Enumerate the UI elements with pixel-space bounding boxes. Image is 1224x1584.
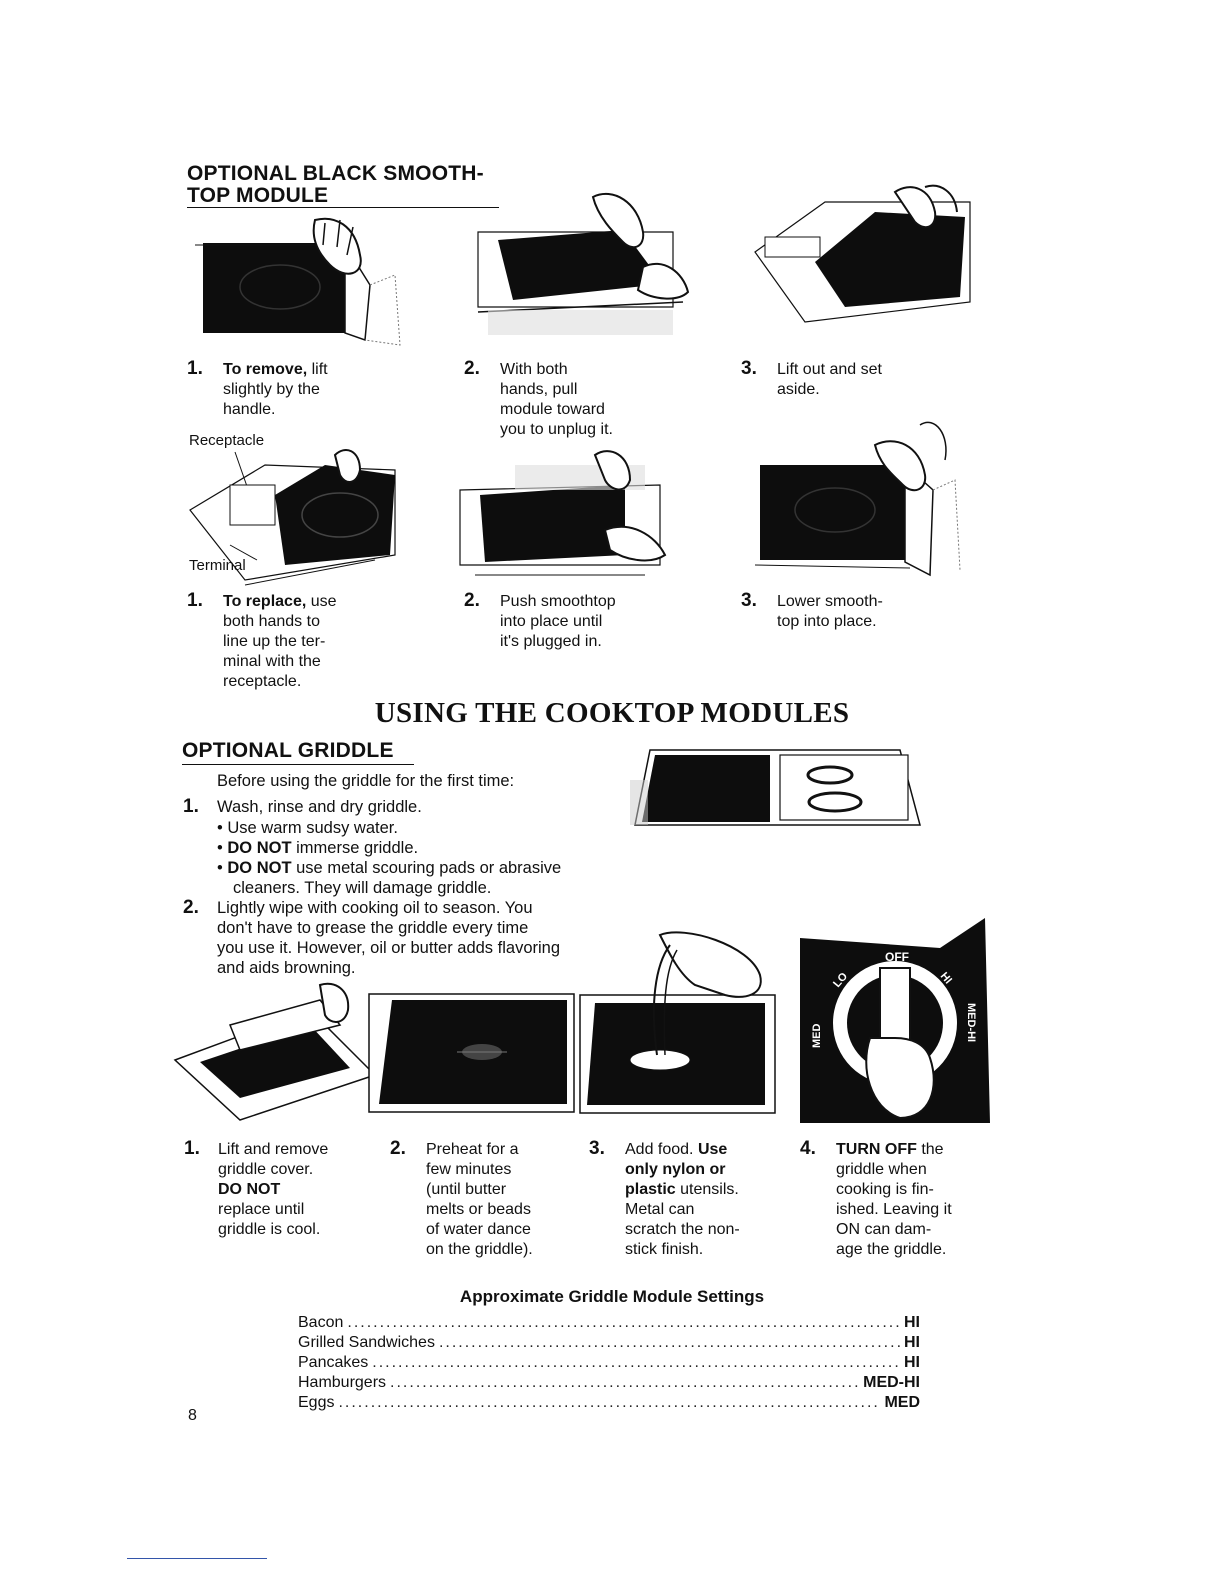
list-text: Lightly wipe with cooking oil to season.… [217, 899, 533, 917]
step-number: 3. [741, 358, 757, 379]
step-number: 2. [464, 358, 480, 379]
griddle-item-1: 1. Wash, rinse and dry griddle. [183, 797, 422, 817]
step-number: 3. [589, 1138, 605, 1159]
step-text: aside. [777, 381, 820, 398]
settings-row: Bacon...................................… [298, 1314, 920, 1331]
settings-row: Eggs....................................… [298, 1394, 920, 1411]
illustration-replace-push [459, 450, 667, 576]
step-text: use [306, 593, 337, 610]
illustration-remove-pull [477, 192, 690, 335]
illustration-remove-lift-out [754, 184, 971, 323]
step-text: it's plugged in. [500, 633, 602, 650]
step-text: Lower smooth- [777, 593, 883, 610]
list-text: don't have to grease the griddle every t… [217, 919, 529, 937]
step-text: module toward [500, 401, 605, 418]
griddle-intro: Before using the griddle for the first t… [217, 772, 515, 790]
griddle-item-2: 2. Lightly wipe with cooking oil to seas… [183, 898, 560, 978]
step-number: 1. [184, 1138, 200, 1159]
section-title-line1: OPTIONAL BLACK SMOOTH- [187, 162, 484, 185]
step-text: With both [500, 361, 568, 378]
illustration-replace-lower [755, 421, 961, 577]
settings-row: Hamburgers..............................… [298, 1374, 920, 1391]
step-text: slightly by the [223, 381, 320, 398]
step-text: Push smoothtop [500, 593, 616, 610]
step-number: 2. [464, 590, 480, 611]
illustration-remove-lift [195, 217, 401, 346]
bullet-item: • DO NOT use metal scouring pads or abra… [217, 859, 562, 877]
step-text: handle. [223, 401, 276, 418]
step-number: 1. [187, 358, 203, 379]
list-number: 1. [183, 796, 199, 817]
list-text: you use it. However, oil or butter adds … [217, 939, 561, 957]
step-number: 1. [187, 590, 203, 611]
page-title: USING THE COOKTOP MODULES [374, 697, 850, 729]
settings-title: Approximate Griddle Module Settings [459, 1287, 765, 1306]
section-title-line2: TOP MODULE [187, 184, 329, 207]
step-text: line up the ter- [223, 633, 326, 650]
step-text: top into place. [777, 613, 877, 630]
illustration-cooktop-overview [630, 749, 921, 826]
step-number: 2. [390, 1138, 406, 1159]
step-text-bold: To replace, [223, 593, 307, 610]
dial-label-med-hi: MED-HI [965, 1003, 977, 1042]
illustration-off-dial: OFF LO HI MED MED-HI [800, 918, 990, 1123]
step-text: lift [307, 361, 328, 378]
step-number: 3. [741, 590, 757, 611]
illustration-replace-align [189, 449, 396, 586]
griddle-title-underline [182, 764, 414, 765]
bullet-item: • DO NOT immerse griddle. [217, 839, 419, 857]
footer-rule [127, 1558, 267, 1559]
section-title-griddle: OPTIONAL GRIDDLE [182, 739, 394, 762]
list-text: and aids browning. [217, 959, 356, 977]
illustration-remove-cover [173, 982, 377, 1121]
bullet-continuation: cleaners. They will damage griddle. [233, 879, 492, 897]
settings-row: Grilled Sandwiches......................… [298, 1334, 920, 1351]
dial-label-med: MED [811, 1024, 823, 1049]
illustration-add-food [579, 931, 776, 1114]
section-title-smoothtop: OPTIONAL BLACK SMOOTH- TOP MODULE [187, 163, 484, 207]
section-title-underline [187, 207, 499, 208]
step-text: into place until [500, 613, 603, 630]
step-number: 4. [800, 1138, 816, 1159]
step-text-bold: To remove, [223, 361, 308, 378]
step-text: hands, pull [500, 381, 578, 398]
label-receptacle: Receptacle [189, 432, 265, 449]
step-text: you to unplug it. [500, 421, 613, 438]
step-text: minal with the [223, 653, 321, 670]
settings-row: Pancakes................................… [298, 1354, 920, 1371]
list-number: 2. [183, 897, 199, 918]
label-terminal: Terminal [189, 557, 246, 574]
griddle-bullets: • Use warm sudsy water. • DO NOT immerse… [217, 818, 561, 898]
step-text: both hands to [223, 613, 320, 630]
step-text: Lift out and set [777, 361, 882, 378]
bullet-item: • Use warm sudsy water. [217, 819, 398, 837]
step-text: receptacle. [223, 673, 302, 690]
illustration-preheat [368, 993, 575, 1113]
page-number: 8 [188, 1407, 197, 1424]
dial-label-off: OFF [885, 950, 909, 964]
list-text: Wash, rinse and dry griddle. [217, 798, 422, 816]
